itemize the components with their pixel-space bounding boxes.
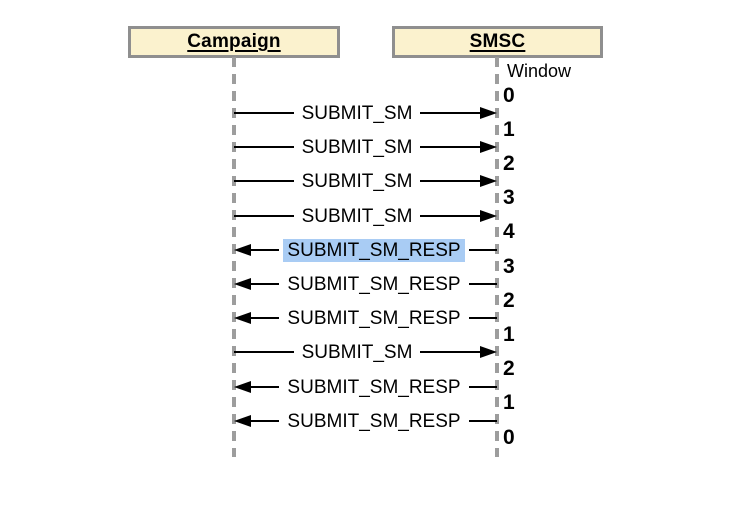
window-count: 3 bbox=[503, 186, 515, 210]
message-line bbox=[251, 420, 279, 422]
message-line bbox=[251, 249, 279, 251]
window-count: 0 bbox=[503, 426, 515, 450]
window-count: 4 bbox=[503, 220, 515, 244]
message-label: SUBMIT_SM_RESP bbox=[283, 239, 464, 262]
actor-smsc: SMSC bbox=[392, 26, 603, 58]
message-line bbox=[234, 112, 294, 114]
message-line bbox=[420, 112, 480, 114]
window-count: 1 bbox=[503, 118, 515, 142]
window-count: 1 bbox=[503, 323, 515, 347]
message-row: SUBMIT_SM_RESP bbox=[234, 238, 497, 262]
message-line bbox=[420, 215, 480, 217]
message-label: SUBMIT_SM bbox=[302, 136, 413, 159]
message-line bbox=[469, 317, 497, 319]
message-label: SUBMIT_SM_RESP bbox=[287, 410, 460, 433]
arrowhead-left-icon bbox=[234, 312, 251, 324]
window-count: 2 bbox=[503, 152, 515, 176]
message-label: SUBMIT_SM_RESP bbox=[287, 376, 460, 399]
message-line bbox=[420, 146, 480, 148]
window-count: 2 bbox=[503, 357, 515, 381]
message-row: SUBMIT_SM bbox=[234, 169, 497, 193]
message-label: SUBMIT_SM bbox=[302, 205, 413, 228]
window-column-label: Window bbox=[507, 60, 571, 82]
message-line bbox=[234, 146, 294, 148]
message-line bbox=[234, 215, 294, 217]
actor-campaign: Campaign bbox=[128, 26, 340, 58]
message-label: SUBMIT_SM_RESP bbox=[287, 273, 460, 296]
window-count: 1 bbox=[503, 391, 515, 415]
message-line bbox=[251, 317, 279, 319]
window-count: 2 bbox=[503, 289, 515, 313]
arrowhead-left-icon bbox=[234, 415, 251, 427]
message-row: SUBMIT_SM_RESP bbox=[234, 306, 497, 330]
message-row: SUBMIT_SM bbox=[234, 204, 497, 228]
arrowhead-left-icon bbox=[234, 278, 251, 290]
message-row: SUBMIT_SM bbox=[234, 135, 497, 159]
message-row: SUBMIT_SM_RESP bbox=[234, 375, 497, 399]
message-line bbox=[234, 180, 294, 182]
arrowhead-right-icon bbox=[480, 210, 497, 222]
arrowhead-left-icon bbox=[234, 244, 251, 256]
message-line bbox=[234, 351, 294, 353]
message-row: SUBMIT_SM bbox=[234, 101, 497, 125]
message-row: SUBMIT_SM_RESP bbox=[234, 272, 497, 296]
arrowhead-left-icon bbox=[234, 381, 251, 393]
window-count: 0 bbox=[503, 84, 515, 108]
message-line bbox=[420, 351, 480, 353]
arrowhead-right-icon bbox=[480, 107, 497, 119]
arrowhead-right-icon bbox=[480, 346, 497, 358]
message-label: SUBMIT_SM bbox=[302, 102, 413, 125]
arrowhead-right-icon bbox=[480, 141, 497, 153]
message-line bbox=[469, 249, 497, 251]
message-line bbox=[420, 180, 480, 182]
message-line bbox=[251, 283, 279, 285]
message-line bbox=[469, 386, 497, 388]
window-count: 3 bbox=[503, 255, 515, 279]
message-line bbox=[469, 420, 497, 422]
message-line bbox=[251, 386, 279, 388]
message-label: SUBMIT_SM_RESP bbox=[287, 307, 460, 330]
actor-campaign-label: Campaign bbox=[187, 31, 280, 53]
message-label: SUBMIT_SM bbox=[302, 170, 413, 193]
message-row: SUBMIT_SM bbox=[234, 340, 497, 364]
message-line bbox=[469, 283, 497, 285]
message-row: SUBMIT_SM_RESP bbox=[234, 409, 497, 433]
message-label: SUBMIT_SM bbox=[302, 341, 413, 364]
arrowhead-right-icon bbox=[480, 175, 497, 187]
actor-smsc-label: SMSC bbox=[470, 31, 526, 53]
